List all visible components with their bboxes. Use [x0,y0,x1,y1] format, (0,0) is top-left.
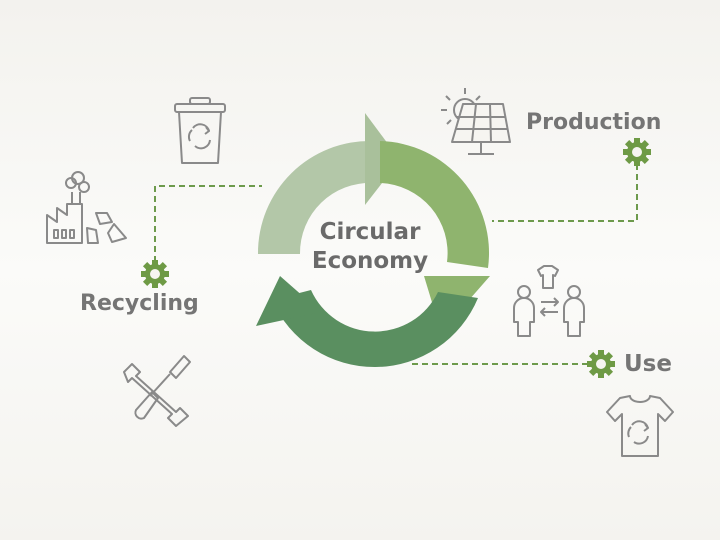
center-title-line2: Economy [311,248,429,274]
gear-recycling [141,260,169,288]
gear-use [587,350,615,378]
center-title: Circular Economy [290,218,450,276]
cycle-segment-mid [380,141,490,268]
stage-label-production: Production [526,110,662,135]
factory-recycle-icon [46,171,127,244]
stage-label-use: Use [624,351,672,377]
cycle-segment-dark [272,290,478,368]
gear-production [623,138,651,166]
connector-lines [154,164,638,365]
solar-panel-sun-icon [441,88,511,155]
trash-bin-recycle-icon [174,97,226,164]
cycle-segment-light [257,140,373,254]
tshirt-recycle-icon [606,395,674,457]
connector-recycling [154,185,262,262]
connector-production [492,164,638,222]
cycle-ring [256,113,490,368]
center-title-line1: Circular [319,219,421,245]
people-exchange-shirt-icon [513,265,585,337]
stage-label-recycling: Recycling [80,291,199,316]
tools-wrench-screwdriver-icon [123,355,191,427]
cycle-arrowhead-dark [256,276,321,326]
